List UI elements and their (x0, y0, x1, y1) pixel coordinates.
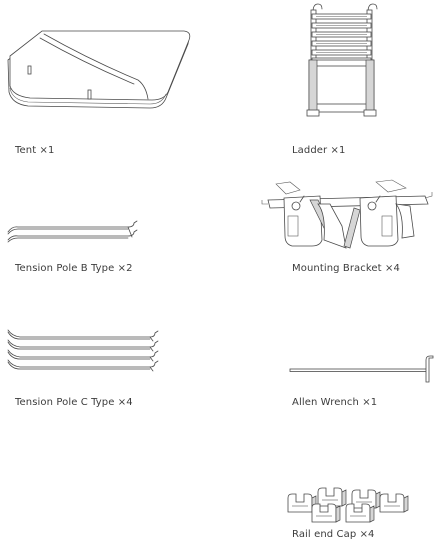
item-label-allen-wrench: Allen Wrench ×1 (292, 397, 377, 408)
tension-pole-c (7, 329, 159, 342)
item-label-tension-pole-c: Tension Pole C Type ×4 (15, 397, 133, 408)
item-label-rail-end-cap: Rail end Cap ×4 (292, 529, 375, 540)
item-name: Ladder (292, 145, 328, 156)
item-name: Tension Pole B Type (15, 263, 115, 274)
item-qty: ×4 (384, 263, 400, 274)
item-label-ladder: Ladder ×1 (292, 145, 346, 156)
tension-pole-c (7, 339, 159, 352)
item-qty: ×2 (117, 263, 133, 274)
item-name: Allen Wrench (292, 397, 359, 408)
item-qty: ×4 (117, 397, 133, 408)
item-label-tension-pole-b: Tension Pole B Type ×2 (15, 263, 133, 274)
rail-end-cap (351, 489, 381, 509)
item-qty: ×1 (362, 397, 378, 408)
item-qty: ×1 (330, 145, 346, 156)
item-name: Mounting Bracket (292, 263, 382, 274)
rail-end-cap (317, 487, 347, 507)
item-name: Tension Pole C Type (15, 397, 115, 408)
rail-end-cap (345, 503, 375, 523)
item-name: Rail end Cap (292, 529, 357, 540)
item-name: Tent (15, 145, 37, 156)
item-label-tent: Tent ×1 (15, 145, 54, 156)
item-qty: ×4 (359, 529, 375, 540)
tension-pole-c (7, 359, 159, 372)
rail-end-cap (311, 503, 341, 523)
item-qty: ×1 (39, 145, 55, 156)
tension-pole-c (7, 349, 159, 362)
rail-end-cap (379, 493, 409, 513)
item-label-mounting-bracket: Mounting Bracket ×4 (292, 263, 400, 274)
